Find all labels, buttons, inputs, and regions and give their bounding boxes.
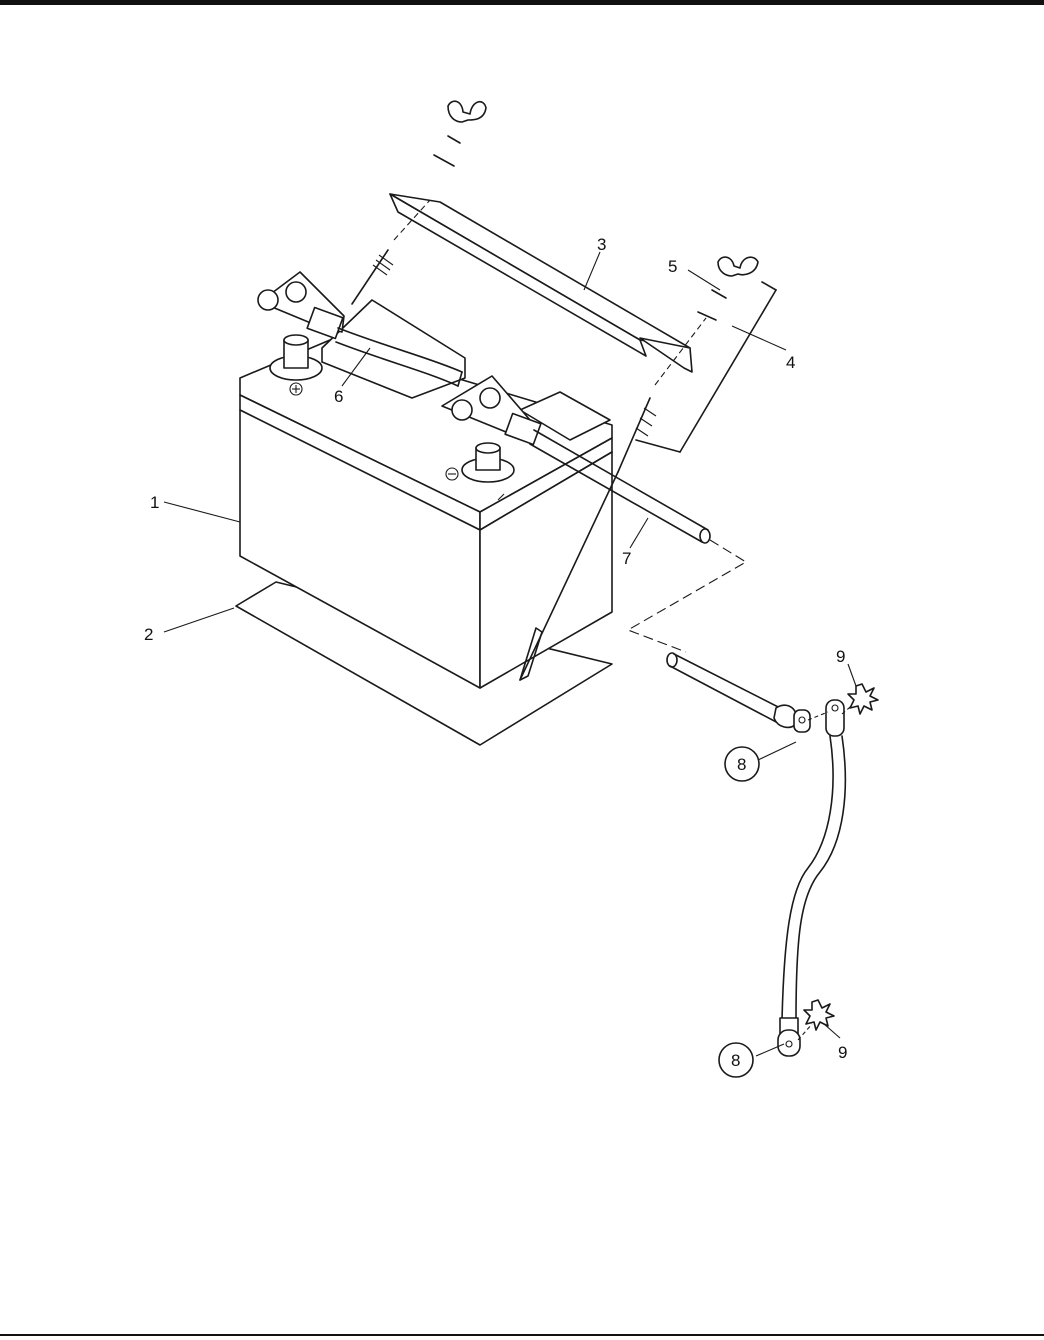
cable-7-end bbox=[667, 653, 810, 732]
star-washer-bottom bbox=[804, 1000, 834, 1030]
callout-6: 6 bbox=[334, 387, 343, 406]
callout-1: 1 bbox=[150, 493, 159, 512]
callout-3: 3 bbox=[597, 235, 606, 254]
callout-7: 7 bbox=[622, 549, 631, 568]
wing-nut-right bbox=[636, 257, 776, 452]
callout-2: 2 bbox=[144, 625, 153, 644]
callout-9-top: 9 bbox=[836, 647, 845, 666]
callout-8-bottom: 8 bbox=[731, 1051, 740, 1070]
callout-9-bottom: 9 bbox=[838, 1043, 847, 1062]
callout-4: 4 bbox=[786, 353, 795, 372]
star-washer-top bbox=[848, 684, 878, 714]
callout-5: 5 bbox=[668, 257, 677, 276]
callout-8-top: 8 bbox=[737, 755, 746, 774]
wing-nut-top bbox=[434, 101, 486, 166]
